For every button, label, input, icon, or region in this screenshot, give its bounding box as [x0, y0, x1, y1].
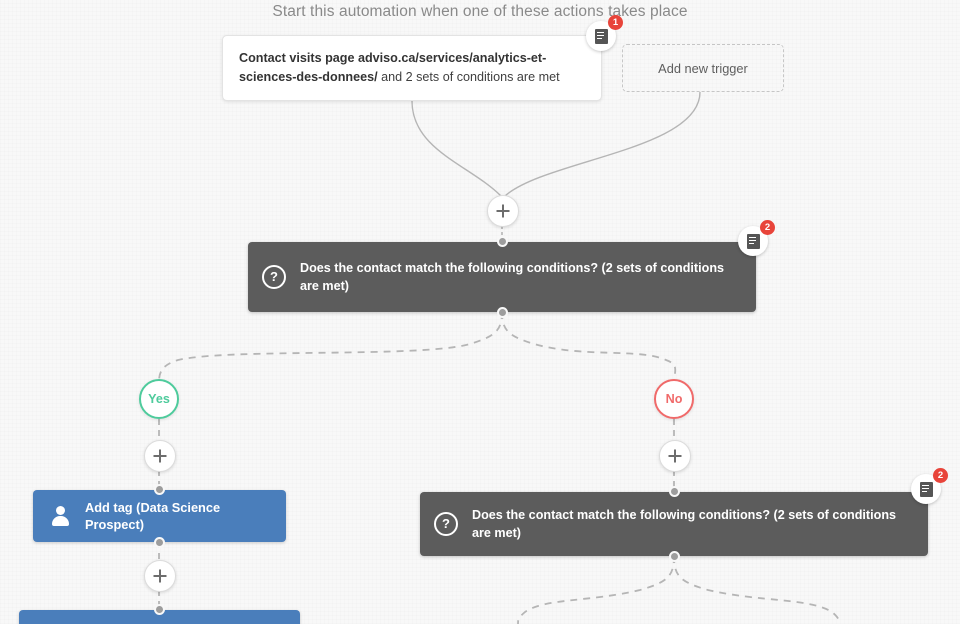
trigger-notes-badge[interactable]: 1: [586, 15, 623, 51]
condition-box-1[interactable]: ? Does the contact match the following c…: [248, 242, 756, 312]
condition-2-notes-count: 2: [933, 468, 948, 483]
connector-dot-nextaction-top: [154, 604, 165, 615]
branch-node-no[interactable]: No: [654, 379, 694, 419]
branch-node-yes[interactable]: Yes: [139, 379, 179, 419]
trigger-card[interactable]: Contact visits page adviso.ca/services/a…: [222, 35, 602, 101]
connector-dot-condition2-bottom: [669, 551, 680, 562]
trigger-card-rest-text: and 2 sets of conditions are met: [377, 70, 560, 84]
plus-node-after-trigger[interactable]: [487, 195, 519, 227]
note-icon: [746, 233, 760, 249]
branch-node-no-label: No: [665, 392, 683, 406]
trigger-card-text: Contact visits page adviso.ca/services/a…: [239, 49, 585, 87]
note-icon: [594, 28, 608, 44]
trigger-notes-count: 1: [608, 15, 623, 30]
question-mark-icon: ?: [262, 265, 286, 289]
add-new-trigger-label: Add new trigger: [658, 60, 748, 76]
condition-1-notes-badge[interactable]: 2: [738, 220, 775, 256]
condition-box-2[interactable]: ? Does the contact match the following c…: [420, 492, 928, 556]
connector-dot-condition1-bottom: [497, 307, 508, 318]
branch-node-yes-label: Yes: [148, 392, 170, 406]
connector-dot-addtag-bottom: [154, 537, 165, 548]
note-icon: [919, 481, 933, 497]
plus-node-yes-branch[interactable]: [144, 440, 176, 472]
condition-1-notes-count: 2: [760, 220, 775, 235]
connector-dot-condition1-top: [497, 236, 508, 247]
question-mark-icon: ?: [434, 512, 458, 536]
condition-2-notes-badge[interactable]: 2: [911, 468, 948, 504]
plus-node-after-add-tag[interactable]: [144, 560, 176, 592]
contact-person-icon: [49, 505, 71, 527]
action-box-add-tag[interactable]: Add tag (Data Science Prospect): [33, 490, 286, 542]
page-title: Start this automation when one of these …: [272, 3, 688, 20]
connector-dot-condition2-top: [669, 486, 680, 497]
action-box-add-tag-text: Add tag (Data Science Prospect): [85, 500, 221, 532]
plus-node-no-branch[interactable]: [659, 440, 691, 472]
condition-box-2-text: Does the contact match the following con…: [472, 508, 897, 540]
condition-box-1-text: Does the contact match the following con…: [300, 261, 725, 293]
action-box-next-partial[interactable]: [19, 610, 300, 624]
connector-dot-addtag-top: [154, 484, 165, 495]
trigger-card-bold-text: Contact visits page adviso.ca/services/a…: [239, 51, 547, 84]
add-new-trigger-button[interactable]: Add new trigger: [622, 44, 784, 92]
